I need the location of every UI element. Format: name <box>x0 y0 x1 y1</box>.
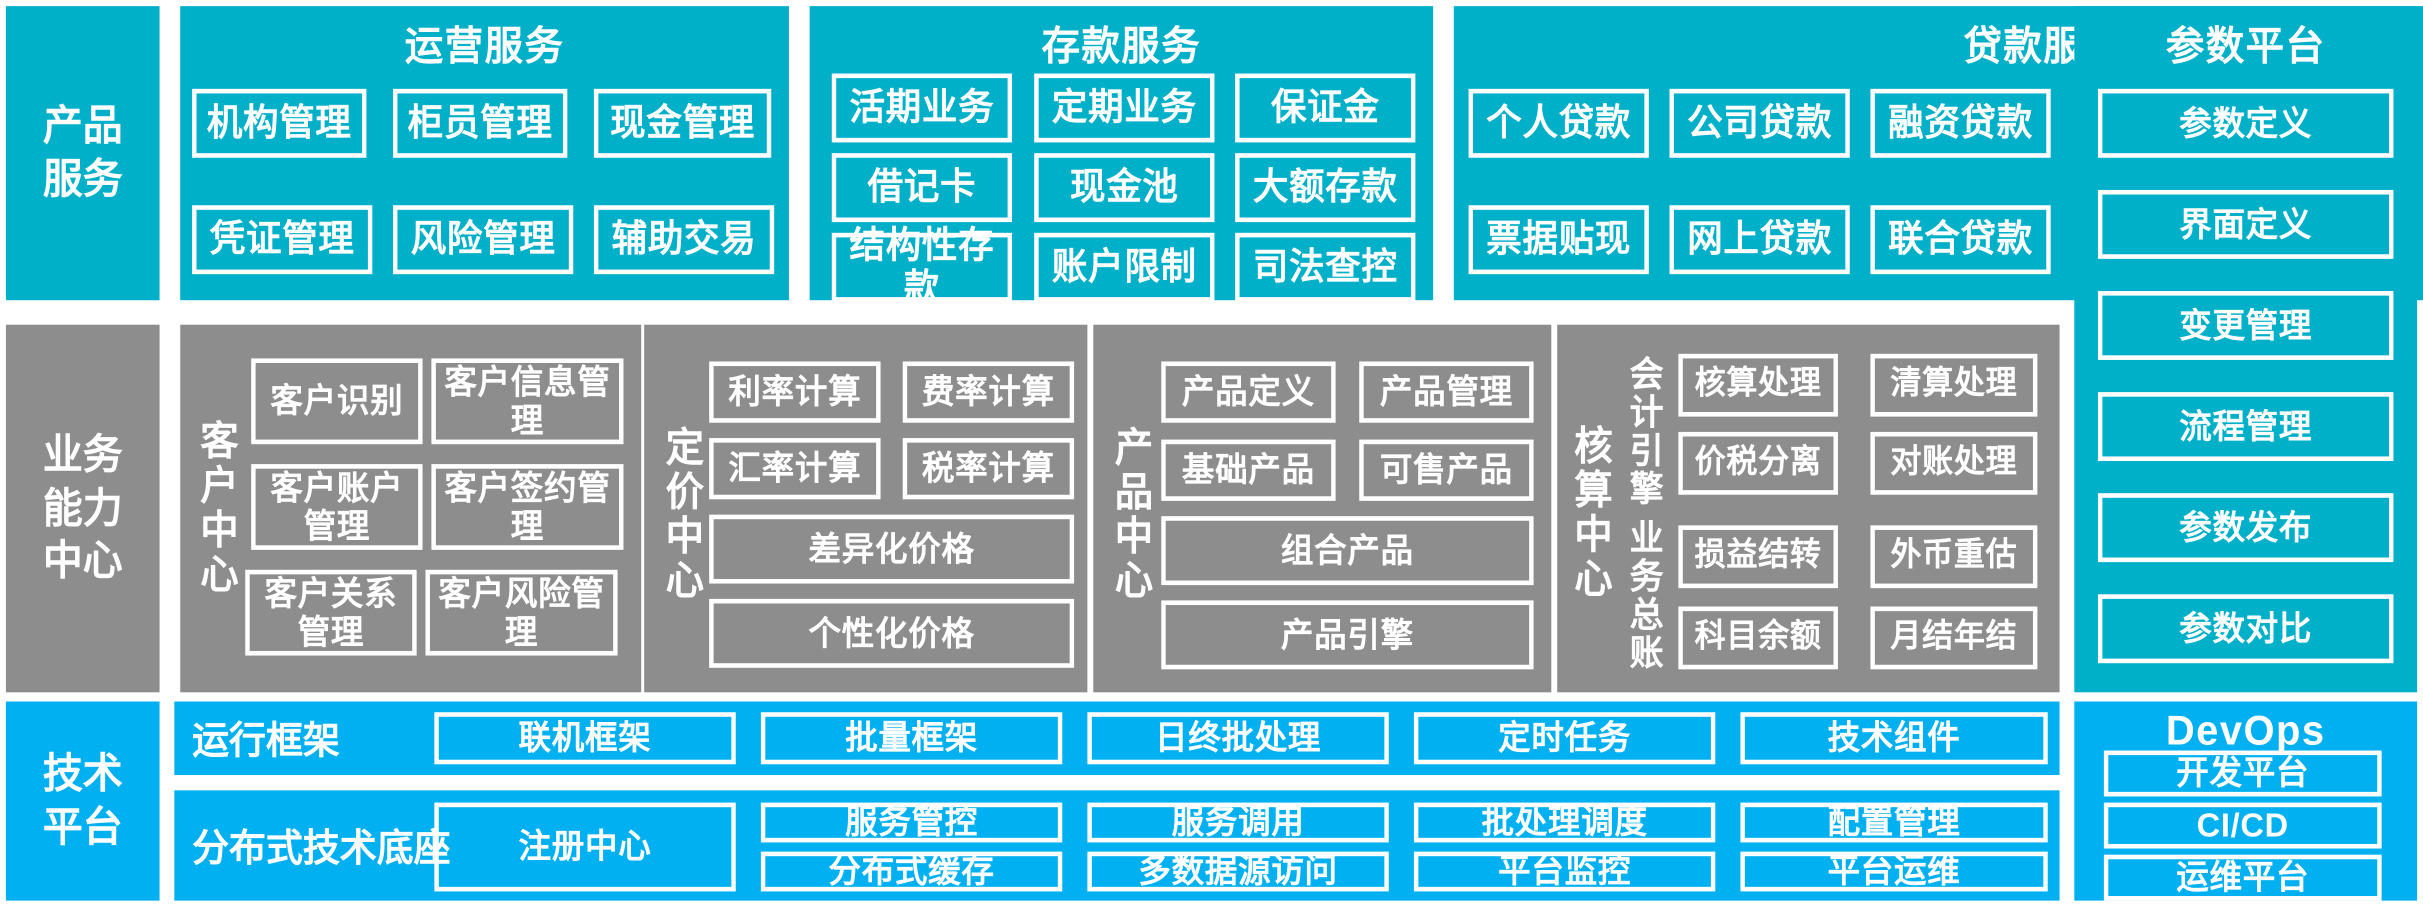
cell-accounting-processing[interactable]: 核算处理 <box>1678 353 1838 417</box>
cell-customer-account-management[interactable]: 客户账户管理 <box>251 464 423 550</box>
cell-registry-center[interactable]: 注册中心 <box>434 802 736 892</box>
cell-auxiliary-transaction[interactable]: 辅助交易 <box>593 205 775 275</box>
cell-personal-loan[interactable]: 个人贷款 <box>1468 88 1649 158</box>
cell-syndicated-loan[interactable]: 联合贷款 <box>1870 205 2051 275</box>
cell-risk-management[interactable]: 风险管理 <box>392 205 574 275</box>
cell-customer-relation-management[interactable]: 客户关系管理 <box>245 569 417 656</box>
cell-corporate-loan[interactable]: 公司贷款 <box>1669 88 1850 158</box>
center-label-customer: 客户中心 <box>195 419 240 598</box>
cell-month-year-end-closing[interactable]: 月结年结 <box>1870 606 2038 670</box>
panel-devops: DevOps <box>2074 701 2418 901</box>
cell-parameter-comparison[interactable]: 参数对比 <box>2097 594 2394 664</box>
row-label-tech-platform: 技术 平台 <box>5 701 160 901</box>
cell-bill-discount[interactable]: 票据贴现 <box>1468 205 1649 275</box>
cell-large-deposit[interactable]: 大额存款 <box>1235 153 1416 223</box>
cell-service-governance[interactable]: 服务管控 <box>760 802 1063 843</box>
cell-change-management[interactable]: 变更管理 <box>2097 291 2394 360</box>
cell-debit-card[interactable]: 借记卡 <box>831 153 1013 223</box>
row-label-product-service: 产品 服务 <box>5 6 160 301</box>
cell-ci-cd[interactable]: CI/CD <box>2103 802 2382 849</box>
cell-parameter-definition[interactable]: 参数定义 <box>2097 88 2394 158</box>
cell-customer-contract-management[interactable]: 客户签约管理 <box>431 464 624 550</box>
cell-exchange-rate-calc[interactable]: 汇率计算 <box>709 438 881 500</box>
cell-platform-monitoring[interactable]: 平台监控 <box>1413 851 1716 892</box>
cell-clearing-processing[interactable]: 清算处理 <box>1870 353 2038 417</box>
cell-demand-business[interactable]: 活期业务 <box>831 73 1013 143</box>
band-label-distributed-tech-base: 分布式技术底座 <box>192 827 451 870</box>
cell-reconciliation-processing[interactable]: 对账处理 <box>1870 431 2038 495</box>
row-label-line1: 技术 <box>42 751 123 798</box>
row-label-line2: 平台 <box>42 804 123 851</box>
cell-ui-definition[interactable]: 界面定义 <box>2097 189 2394 259</box>
cell-product-definition[interactable]: 产品定义 <box>1161 361 1336 423</box>
row-label-line2: 能力 <box>42 485 123 532</box>
cell-profit-loss-carryover[interactable]: 损益结转 <box>1678 525 1838 589</box>
cell-subject-balance[interactable]: 科目余额 <box>1678 606 1838 670</box>
cell-org-management[interactable]: 机构管理 <box>192 88 367 158</box>
cell-judicial-control[interactable]: 司法查控 <box>1235 232 1416 302</box>
center-product <box>1093 324 1552 693</box>
cell-ops-platform[interactable]: 运维平台 <box>2103 854 2382 901</box>
center-label-accounting: 核算中心 <box>1569 424 1614 602</box>
cell-dev-platform[interactable]: 开发平台 <box>2103 750 2382 797</box>
cell-cash-management[interactable]: 现金管理 <box>593 88 772 158</box>
cell-service-invocation[interactable]: 服务调用 <box>1087 802 1389 843</box>
cell-parameter-publishing[interactable]: 参数发布 <box>2097 493 2394 563</box>
subgroup-label-accounting-engine: 会计引擎 <box>1624 355 1663 509</box>
cell-batch-framework[interactable]: 批量框架 <box>760 712 1063 765</box>
band-distributed-tech-base <box>174 790 2060 901</box>
cell-platform-operations[interactable]: 平台运维 <box>1740 851 2048 892</box>
cell-voucher-management[interactable]: 凭证管理 <box>192 205 373 275</box>
center-label-product: 产品中心 <box>1109 425 1154 604</box>
cell-foreign-currency-revaluation[interactable]: 外币重估 <box>1870 525 2038 589</box>
cell-composite-product[interactable]: 组合产品 <box>1161 516 1534 586</box>
cell-process-management[interactable]: 流程管理 <box>2097 392 2394 462</box>
cell-teller-management[interactable]: 柜员管理 <box>392 88 568 158</box>
cell-online-framework[interactable]: 联机框架 <box>434 712 736 765</box>
cell-scheduled-task[interactable]: 定时任务 <box>1413 712 1716 765</box>
cell-customer-info-management[interactable]: 客户信息管理 <box>431 358 624 445</box>
cell-configuration-management[interactable]: 配置管理 <box>1740 802 2048 843</box>
row-label-line3: 中心 <box>42 538 123 584</box>
cell-tax-rate-calc[interactable]: 税率计算 <box>902 438 1075 500</box>
row-label-line1: 业务 <box>42 432 123 479</box>
cell-time-business[interactable]: 定期业务 <box>1034 73 1215 143</box>
row-label-business-capability: 业务 能力 中心 <box>5 324 160 693</box>
group-title-operation-service: 运营服务 <box>404 22 565 69</box>
cell-account-restriction[interactable]: 账户限制 <box>1034 232 1215 302</box>
cell-personalized-price[interactable]: 个性化价格 <box>709 598 1075 668</box>
cell-online-loan[interactable]: 网上贷款 <box>1669 205 1850 275</box>
cell-batch-scheduling[interactable]: 批处理调度 <box>1413 802 1716 843</box>
center-label-pricing: 定价中心 <box>660 425 705 604</box>
cell-structured-deposit[interactable]: 结构性存款 <box>831 225 1013 309</box>
cell-cash-pool[interactable]: 现金池 <box>1034 153 1215 223</box>
center-accounting <box>1557 324 2060 693</box>
band-label-runtime-framework: 运行框架 <box>192 719 340 763</box>
center-customer <box>180 324 642 693</box>
cell-eod-batch-processing[interactable]: 日终批处理 <box>1087 712 1389 765</box>
cell-interest-rate-calc[interactable]: 利率计算 <box>709 361 881 423</box>
cell-sellable-product[interactable]: 可售产品 <box>1359 439 1534 501</box>
cell-fee-rate-calc[interactable]: 费率计算 <box>902 361 1075 423</box>
subgroup-label-business-ledger: 业务总账 <box>1624 519 1663 673</box>
group-title-deposit-service: 存款服务 <box>1041 22 1202 69</box>
cell-customer-risk-management[interactable]: 客户风险管理 <box>425 569 618 656</box>
row-label-line1: 产品 <box>42 103 123 150</box>
panel-title-parameter-platform: 参数平台 <box>2165 22 2326 69</box>
panel-title-devops: DevOps <box>2165 707 2326 754</box>
center-pricing <box>644 324 1088 693</box>
cell-distributed-cache[interactable]: 分布式缓存 <box>760 851 1063 892</box>
cell-financing-loan[interactable]: 融资贷款 <box>1870 88 2051 158</box>
panel-parameter-platform: 参数平台 <box>2074 6 2418 693</box>
cell-margin-deposit[interactable]: 保证金 <box>1235 73 1416 143</box>
cell-product-engine[interactable]: 产品引擎 <box>1161 600 1534 670</box>
cell-product-management[interactable]: 产品管理 <box>1359 361 1534 423</box>
cell-multi-datasource-access[interactable]: 多数据源访问 <box>1087 851 1389 892</box>
cell-customer-identification[interactable]: 客户识别 <box>251 358 423 445</box>
cell-price-tax-separation[interactable]: 价税分离 <box>1678 431 1838 495</box>
cell-basic-product[interactable]: 基础产品 <box>1161 439 1336 501</box>
cell-differentiated-price[interactable]: 差异化价格 <box>709 514 1075 584</box>
cell-technical-component[interactable]: 技术组件 <box>1740 712 2048 765</box>
row-label-line2: 服务 <box>42 156 123 203</box>
